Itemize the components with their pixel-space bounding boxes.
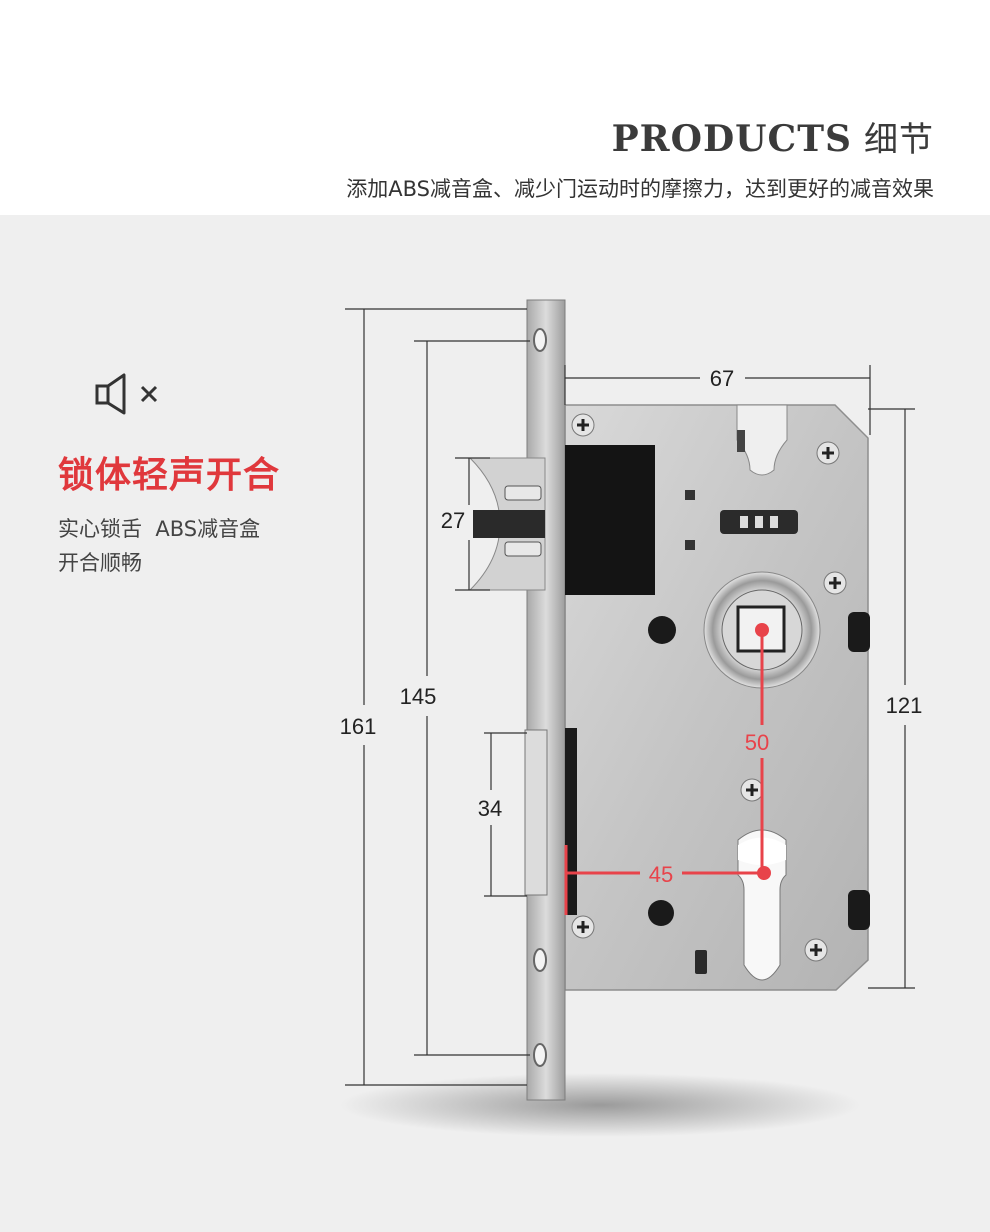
latch-core bbox=[473, 510, 545, 538]
dim-deadbolt-height: 34 bbox=[478, 796, 502, 821]
cylinder-hole bbox=[737, 829, 787, 981]
slot-detail bbox=[737, 430, 745, 452]
dim-backset: 45 bbox=[649, 862, 673, 887]
deadbolt-slot bbox=[565, 728, 577, 915]
spring-coil bbox=[770, 516, 778, 528]
center-dot bbox=[755, 623, 769, 637]
indicator-slot bbox=[685, 490, 695, 500]
dim-center-distance: 50 bbox=[745, 730, 769, 755]
side-slot bbox=[848, 890, 870, 930]
page-subtitle: 添加ABS减音盒、减少门运动时的摩擦力，达到更好的减音效果 bbox=[346, 177, 934, 201]
latch-pin bbox=[504, 485, 542, 501]
dim-body-width: 67 bbox=[710, 366, 734, 391]
title-en: PRODUCTS bbox=[611, 118, 852, 160]
plate-hole bbox=[533, 1043, 547, 1067]
screw bbox=[571, 413, 595, 437]
feature-title: 锁体轻声开合 bbox=[58, 455, 281, 496]
dimension-lines bbox=[345, 308, 915, 1086]
screw bbox=[804, 938, 828, 962]
page-title: PRODUCTS 细节 bbox=[612, 112, 934, 161]
dim-screw-spacing: 145 bbox=[400, 684, 437, 709]
face-plate bbox=[526, 299, 566, 1101]
screw bbox=[816, 441, 840, 465]
screw bbox=[571, 915, 595, 939]
center-dot bbox=[757, 866, 771, 880]
screw bbox=[823, 571, 847, 595]
spring-coil bbox=[740, 516, 748, 528]
red-measure-lines bbox=[564, 630, 764, 915]
dim-latch-height: 27 bbox=[441, 508, 465, 533]
drop-shadow bbox=[340, 1073, 860, 1137]
header: PRODUCTS 细节 添加ABS减音盒、减少门运动时的摩擦力，达到更好的减音效果 bbox=[0, 0, 990, 215]
abs-sound-box bbox=[565, 445, 655, 595]
screw bbox=[740, 778, 764, 802]
top-slot bbox=[736, 404, 788, 476]
latch-pin bbox=[504, 541, 542, 557]
dim-body-height: 121 bbox=[886, 693, 923, 718]
indicator-slot bbox=[685, 540, 695, 550]
dim-faceplate-height: 161 bbox=[340, 714, 377, 739]
plate-hole bbox=[533, 948, 547, 972]
title-cn: 细节 bbox=[864, 120, 934, 160]
feature-desc-line: 开合顺畅 bbox=[58, 551, 142, 575]
spring-coil bbox=[755, 516, 763, 528]
body-hole bbox=[648, 616, 676, 644]
body-hole bbox=[648, 900, 674, 926]
speaker-mute-icon bbox=[95, 373, 158, 415]
small-slot bbox=[695, 950, 707, 974]
feature-desc-line: 实心锁舌 ABS减音盒 bbox=[58, 517, 261, 541]
feature-description: 实心锁舌 ABS减音盒 开合顺畅 bbox=[58, 512, 260, 580]
side-slot bbox=[848, 612, 870, 652]
deadbolt bbox=[524, 729, 548, 896]
plate-hole bbox=[533, 328, 547, 352]
